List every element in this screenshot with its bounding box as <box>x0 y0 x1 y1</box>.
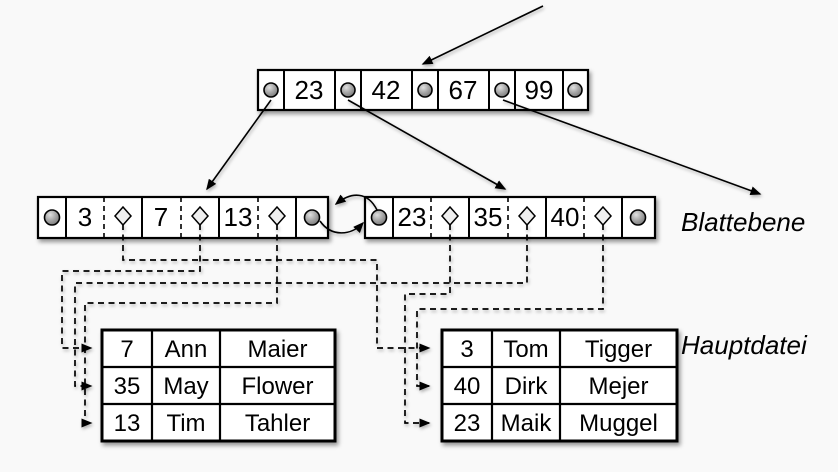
arrow-into-root-icon <box>421 5 544 65</box>
route-key3-to-right-table-row1 <box>122 224 431 353</box>
leaf-left-cell-separators <box>65 197 297 238</box>
leaf-node-right: 23 35 40 <box>363 195 657 240</box>
route-key13-to-left-table-row3 <box>81 224 278 428</box>
route-key40-to-right-table-row2 <box>416 224 604 391</box>
record-key: 40 <box>454 373 481 400</box>
leaf-link-arrow-right-to-left-icon <box>334 194 378 211</box>
root-key: 42 <box>372 75 401 105</box>
pointer-ball-icon <box>43 209 61 226</box>
arrow-root-to-right-leaf-icon <box>347 99 507 190</box>
record-key: 23 <box>454 410 481 437</box>
pointer-ball-icon <box>303 209 321 226</box>
record-first-name: Tom <box>503 336 548 363</box>
root-key: 23 <box>295 75 324 105</box>
root-key: 99 <box>525 75 554 105</box>
table-left-grid <box>102 330 335 441</box>
record-last-name: Tigger <box>585 336 652 363</box>
table-right-grid <box>442 330 677 441</box>
record-first-name: Ann <box>165 336 208 363</box>
main-file-table-left: 7 Ann Maier 35 May Flower 13 Tim Tahler <box>100 328 337 443</box>
leaf-key: 35 <box>474 202 503 232</box>
record-first-name: Dirk <box>505 373 549 400</box>
record-pointer-routes <box>61 224 604 428</box>
label-main-file: Hauptdatei <box>681 330 808 360</box>
pointer-ball-icon <box>263 82 279 98</box>
leaf-key: 7 <box>154 202 168 232</box>
main-file-table-right: 3 Tom Tigger 40 Dirk Mejer 23 Maik Mugge… <box>440 328 679 443</box>
pointer-ball-icon <box>494 82 510 98</box>
pointer-ball-icon <box>629 209 647 226</box>
leaf-key: 3 <box>78 202 92 232</box>
record-last-name: Flower <box>241 373 313 400</box>
table-left-border <box>100 328 337 443</box>
record-last-name: Mejer <box>588 373 648 400</box>
leaf-right-cell-separators <box>392 197 623 238</box>
record-first-name: May <box>163 373 208 400</box>
root-node-cell-separators <box>283 70 564 110</box>
pointer-ball-icon <box>370 209 388 226</box>
record-key: 3 <box>460 336 473 363</box>
pointer-ball-icon <box>340 82 356 98</box>
leaf-key: 23 <box>398 202 427 232</box>
arrow-root-to-left-leaf-icon <box>206 99 272 191</box>
leaf-link-arrow-left-to-right-icon <box>319 220 365 234</box>
record-first-name: Maik <box>501 410 553 437</box>
tree-arrows <box>206 5 762 234</box>
record-last-name: Tahler <box>245 410 310 437</box>
record-last-name: Muggel <box>579 410 658 437</box>
leaf-key: 40 <box>551 202 580 232</box>
arrow-root-to-offpage-leaf-icon <box>502 99 762 195</box>
route-key23-to-right-table-row3 <box>404 224 451 428</box>
record-first-name: Tim <box>166 410 205 437</box>
record-key: 35 <box>114 373 141 400</box>
label-leaf-level: Blattebene <box>681 207 805 237</box>
leaf-node-left: 3 7 13 <box>36 195 330 240</box>
record-last-name: Maier <box>247 336 307 363</box>
pointer-ball-icon <box>567 82 583 98</box>
pointer-ball-icon <box>417 82 433 98</box>
record-key: 13 <box>114 410 141 437</box>
leaf-key: 13 <box>224 202 253 232</box>
root-key: 67 <box>449 75 478 105</box>
root-node: 23 42 67 99 <box>256 68 590 112</box>
record-key: 7 <box>120 336 133 363</box>
